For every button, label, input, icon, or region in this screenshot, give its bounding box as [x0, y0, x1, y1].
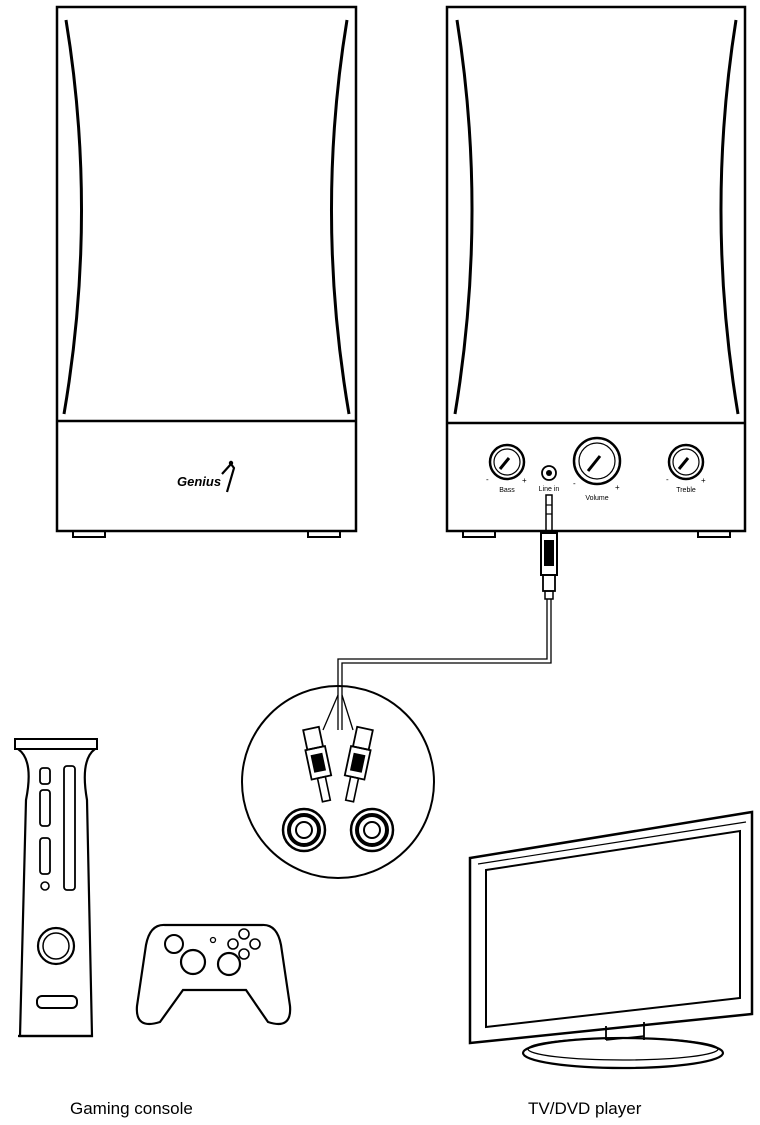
svg-text:+: + [701, 476, 706, 485]
rca-detail-circle [241, 685, 435, 879]
svg-text:-: - [666, 475, 669, 484]
bass-knob[interactable] [488, 443, 526, 481]
audio-cable [337, 599, 552, 730]
rca-plug-left [302, 725, 333, 803]
svg-text:-: - [486, 475, 489, 484]
rca-socket-left [281, 807, 327, 853]
svg-text:+: + [615, 483, 620, 492]
volume-knob[interactable] [572, 436, 622, 486]
tv-dvd-label: TV/DVD player [528, 1099, 642, 1118]
bass-label: Bass [499, 487, 515, 494]
svg-text:+: + [522, 476, 527, 485]
genius-logo: Genius [177, 460, 236, 493]
gaming-console-icon [14, 738, 98, 1038]
game-controller-icon [135, 923, 292, 1026]
treble-label: Treble [676, 487, 696, 494]
svg-text:Genius: Genius [177, 474, 221, 489]
treble-knob[interactable] [667, 443, 705, 481]
rca-socket-right [349, 807, 395, 853]
right-speaker: - + Bass Line in - + Volume - + Treble [445, 5, 747, 538]
gaming-console-label: Gaming console [70, 1099, 193, 1118]
rca-plug-right [343, 725, 374, 803]
left-speaker: Genius [55, 5, 358, 538]
audio-plug [540, 494, 558, 600]
line-in-jack[interactable] [541, 465, 557, 481]
tv-icon [468, 810, 754, 1070]
line-in-label: Line in [539, 486, 560, 493]
svg-text:-: - [573, 479, 576, 488]
volume-label: Volume [585, 495, 608, 502]
